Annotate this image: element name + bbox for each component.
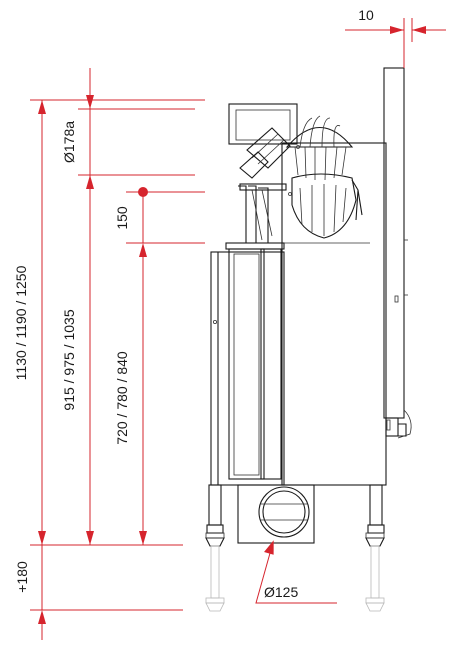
flue-elbow-lines: [251, 133, 285, 165]
extended-legs-ghost: [205, 545, 385, 612]
rear-mounting-plate: [383, 67, 405, 419]
collar-height-label: 915 / 975 / 1035: [61, 309, 77, 410]
rear-leg-foot: [367, 524, 385, 534]
front-leg: [208, 484, 222, 526]
flue-diameter-label: Ø178a: [61, 121, 77, 163]
dimension-collar-height: 915 / 975 / 1035: [61, 196, 94, 545]
rear-leg: [369, 484, 383, 526]
front-leg-foot: [206, 524, 224, 534]
ghost-front-leg: [210, 545, 220, 599]
spigot-housing: [237, 484, 315, 544]
air-inlet-spigot: [237, 484, 315, 544]
dome-lower: [291, 173, 357, 239]
flue-box: [228, 103, 298, 145]
dimension-wall-gap: 10: [345, 7, 446, 68]
dome-side-lugs: [351, 179, 363, 221]
flue-collar-ring: [239, 183, 287, 191]
dimension-leg-extension: +180: [14, 545, 46, 640]
air-inlet-hatch: [260, 503, 308, 521]
rear-foot-pad: [365, 537, 385, 547]
flue-stack: [238, 185, 269, 243]
dimension-flue-diameter: Ø178a: [61, 68, 94, 196]
dome-upper: [285, 126, 354, 148]
flue-elbow: [246, 127, 291, 169]
ghost-front-pad: [205, 602, 225, 612]
rear-bracket: [385, 417, 399, 437]
front-leg-nut: [205, 532, 225, 539]
door-height-label: 720 / 780 / 840: [114, 351, 130, 445]
leg-extension-label: +180: [14, 561, 30, 593]
rear-bracket-clip: [398, 423, 407, 437]
door-glass-inner: [233, 253, 260, 476]
ghost-rear-pad: [365, 602, 385, 612]
dome-lower-ribs: [299, 184, 347, 236]
flue-stack-hatch: [251, 189, 273, 241]
rear-slot-2: [386, 419, 391, 431]
ghost-front-nut: [205, 597, 225, 604]
combustion-dome: [285, 115, 363, 239]
fireplace-body: [205, 67, 412, 612]
dimension-air-inlet: Ø125: [255, 540, 337, 604]
dimension-door-height: 720 / 780 / 840: [114, 257, 147, 545]
top-plate: [225, 242, 285, 250]
dome-bolt-1: [296, 145, 300, 149]
adjustable-legs: [205, 484, 385, 547]
dimension-annotations: 1130 / 1190 / 1250 Ø178a 915 / 975 / 103…: [13, 7, 446, 640]
ghost-rear-nut: [365, 597, 385, 604]
dome-ribs-lower: [294, 146, 347, 181]
dimension-offset-150: 150: [114, 187, 148, 257]
housing-outline: [281, 142, 387, 486]
air-inlet-label: Ø125: [264, 584, 298, 600]
wall-gap-label: 10: [358, 7, 374, 23]
total-height-label: 1130 / 1190 / 1250: [13, 265, 29, 380]
dimension-total-height: 1130 / 1190 / 1250: [13, 100, 46, 545]
left-chamber-outline: [210, 251, 285, 486]
flue-box-inner: [235, 109, 291, 141]
left-chamber-bolt: [212, 319, 217, 324]
air-inlet-inner: [262, 490, 306, 534]
dome-ribs-upper: [299, 115, 341, 148]
flue-outlet: [228, 103, 298, 243]
rear-leg-nut: [365, 532, 385, 539]
air-inlet-circle: [258, 486, 310, 538]
flue-collar: [239, 151, 269, 179]
rear-slot: [394, 295, 399, 303]
front-foot-pad: [205, 537, 225, 547]
dome-bolt-2: [288, 192, 292, 196]
offset-150-label: 150: [114, 206, 130, 230]
rear-hook: [397, 409, 412, 439]
ghost-rear-leg: [370, 545, 380, 599]
